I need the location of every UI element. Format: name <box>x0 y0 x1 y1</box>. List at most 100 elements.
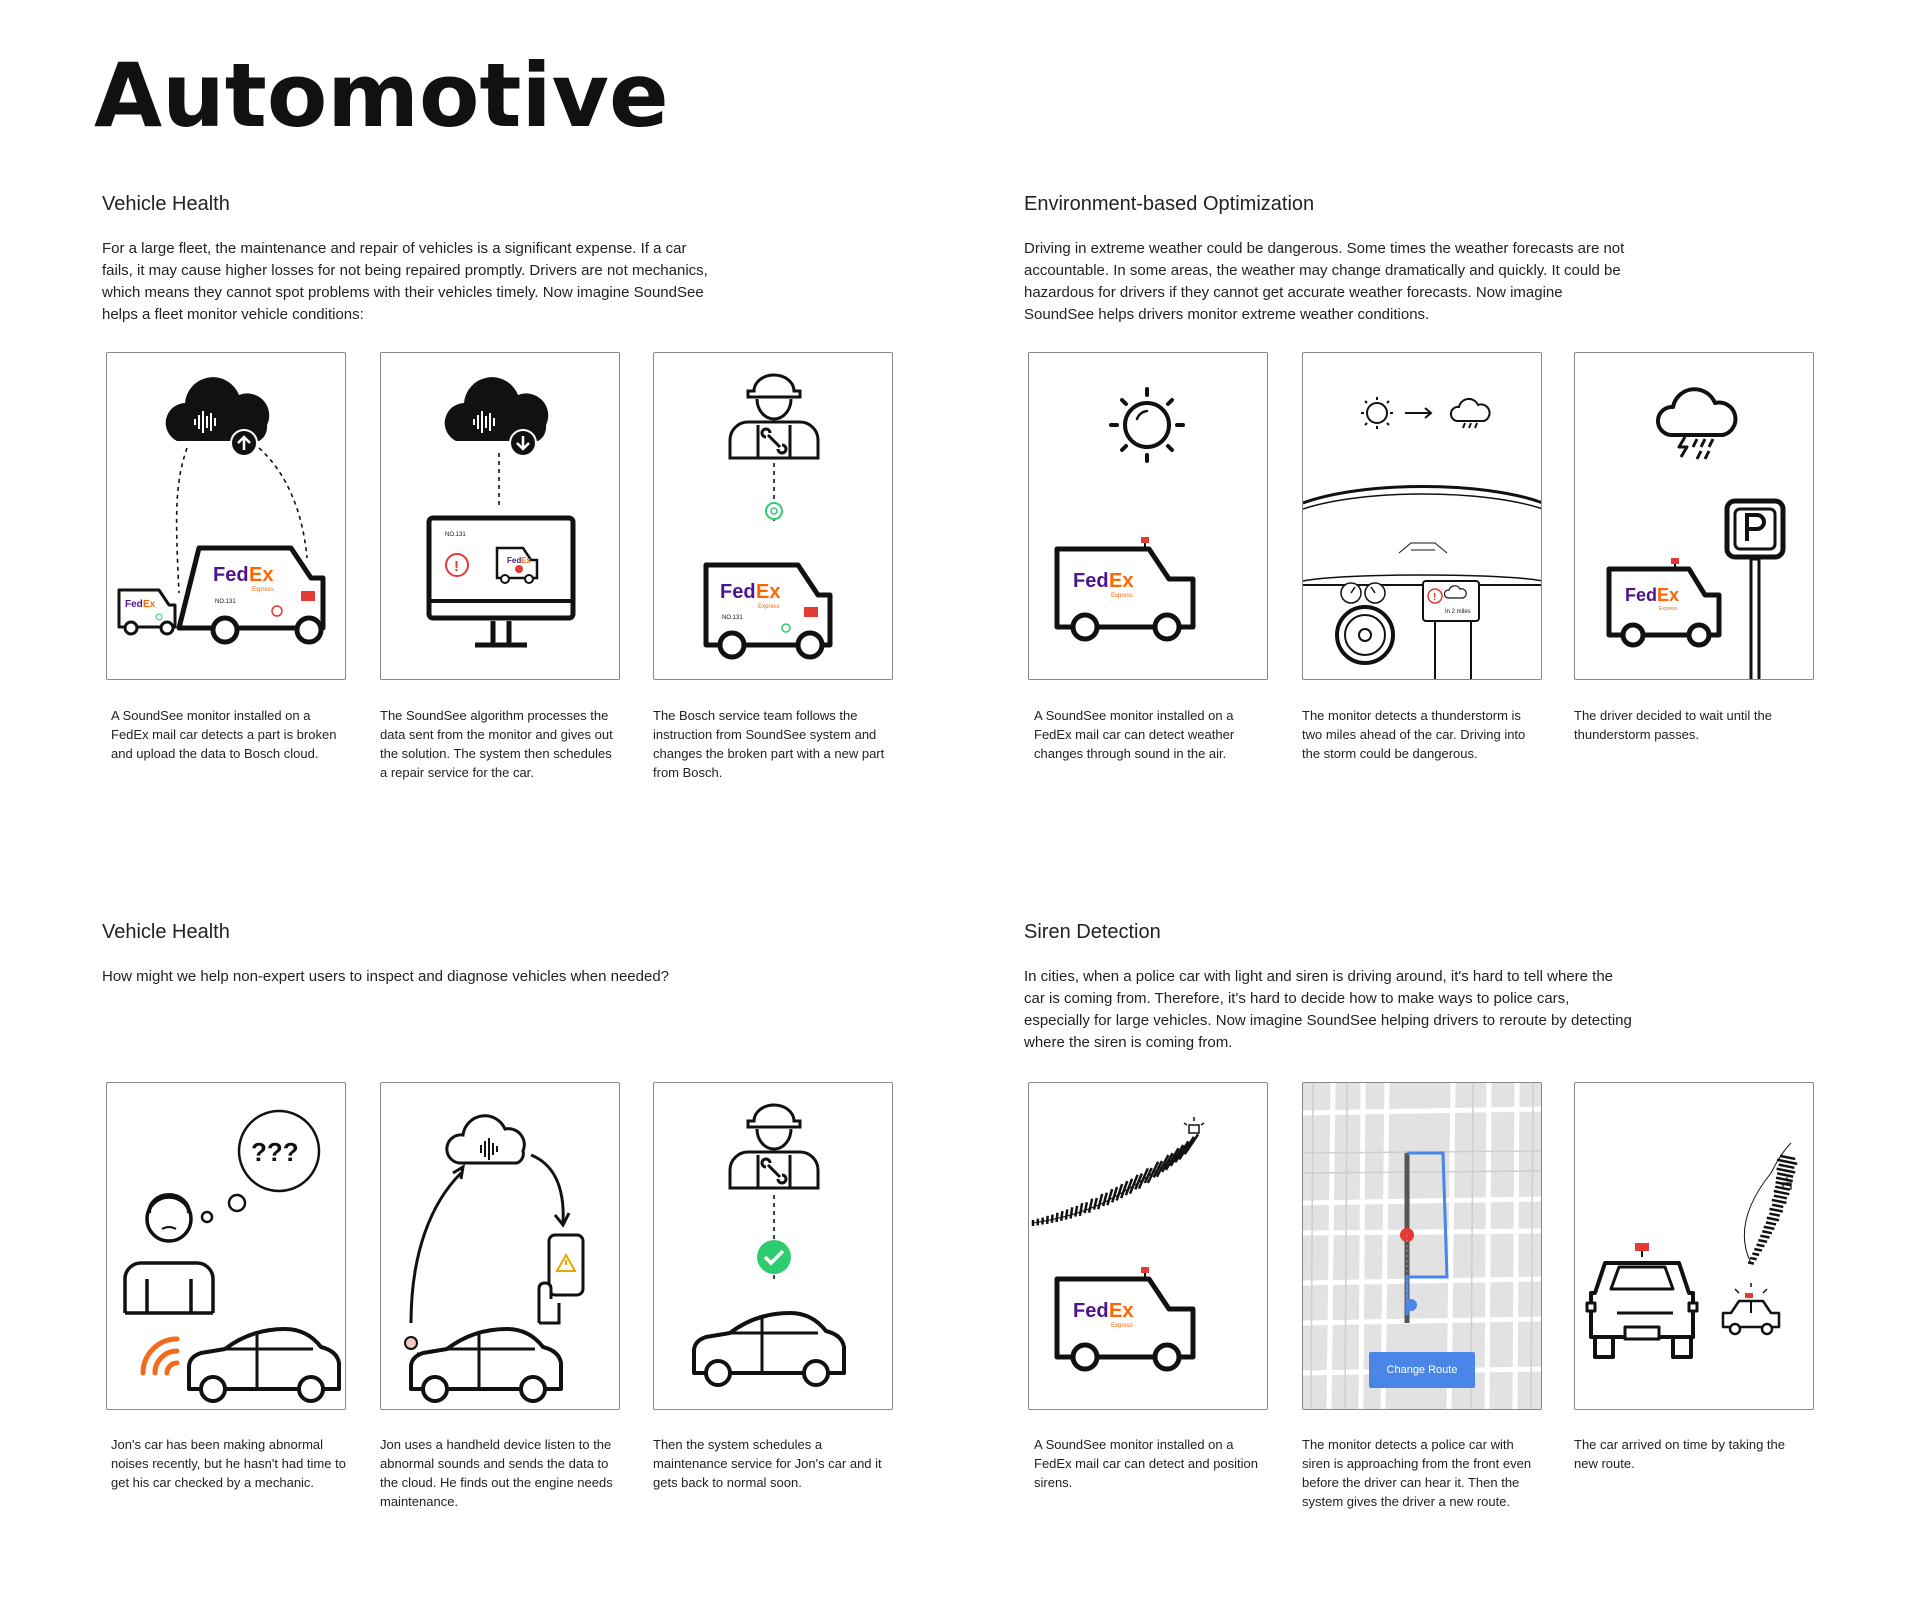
sun-icon <box>1109 387 1185 463</box>
storyboard-panel-repair: Fed Ex Express NO.131 <box>653 352 893 680</box>
sun-van-illustration: Fed Ex Express <box>1054 387 1196 642</box>
in-two-miles-label: In 2 miles <box>1445 609 1471 615</box>
svg-text:Ex: Ex <box>521 556 531 565</box>
section-heading: Vehicle Health <box>102 193 230 215</box>
panel-caption: A SoundSee monitor installed on a FedEx … <box>111 708 337 761</box>
panel-caption: Jon uses a handheld device listen to the… <box>380 1437 613 1509</box>
mechanic-icon <box>728 1103 820 1190</box>
phone-icon <box>537 1233 585 1325</box>
section-heading: Vehicle Health <box>102 921 230 943</box>
svg-text:Express: Express <box>758 604 780 610</box>
siren-light-icon <box>1183 1117 1205 1134</box>
cloud-icon <box>445 1114 526 1165</box>
fedex-van-with-monitor: Fed Ex Express <box>1054 1267 1196 1372</box>
svg-text:NO.131: NO.131 <box>215 599 236 605</box>
cloud-monitor-illustration: NO.131 ! Fed Ex <box>426 377 576 648</box>
panel-caption: Jon's car has been making abnormal noise… <box>111 1437 346 1490</box>
handheld-device-illustration <box>404 1114 585 1403</box>
fedex-van-large: Fed Ex Express NO.131 <box>176 545 326 645</box>
storyboard-panel-map: Change Route <box>1302 1082 1542 1410</box>
storyboard-panel-weather-detect: Fed Ex Express <box>1028 352 1268 680</box>
panel-caption: The monitor detects a thunderstorm is tw… <box>1302 708 1526 761</box>
sensor-icon <box>404 1336 418 1350</box>
siren-light-icon <box>1782 1177 1792 1190</box>
svg-text:Ex: Ex <box>756 581 780 603</box>
siren-van-illustration: Fed Ex Express <box>1031 1117 1205 1372</box>
siren-signal-icon <box>1734 1283 1768 1294</box>
person-icon <box>123 1193 215 1315</box>
car-icon <box>692 1311 846 1387</box>
van-upload-illustration: Fed Ex Express NO.131 Fed Ex <box>117 377 326 645</box>
section-intro: Driving in extreme weather could be dang… <box>1024 240 1625 323</box>
svg-text:Fed: Fed <box>125 599 143 610</box>
svg-text:NO.131: NO.131 <box>722 615 743 621</box>
car-front-icon <box>1585 1243 1699 1359</box>
svg-text:Fed: Fed <box>213 564 249 586</box>
svg-text:NO.131: NO.131 <box>445 532 466 538</box>
svg-text:Fed: Fed <box>507 556 521 565</box>
svg-text:Ex: Ex <box>249 564 273 586</box>
storyboard-panel-wait: Fed Ex Express <box>1574 352 1814 680</box>
storyboard-panel-jon-noise: ??? <box>106 1082 346 1410</box>
svg-text:Fed: Fed <box>720 581 756 603</box>
svg-text:Ex: Ex <box>1657 585 1679 605</box>
panel-caption: The monitor detects a police car with si… <box>1302 1437 1532 1509</box>
section-heading: Siren Detection <box>1024 921 1161 943</box>
svg-text:Express: Express <box>1111 1323 1133 1329</box>
arrival-illustration <box>1585 1142 1798 1359</box>
fedex-van: Fed Ex Express <box>1606 558 1722 648</box>
svg-text:!: ! <box>454 558 459 575</box>
check-icon <box>757 1240 791 1274</box>
mechanic-check-illustration <box>692 1103 846 1387</box>
panel-caption: The car arrived on time by taking the ne… <box>1574 1437 1785 1471</box>
svg-text:Express: Express <box>1111 593 1133 599</box>
page-title: Automotive <box>94 44 669 147</box>
svg-text:Fed: Fed <box>1073 570 1109 592</box>
change-route-button[interactable]: Change Route <box>1369 1352 1475 1388</box>
dashboard-illustration: ! In 2 miles <box>1303 397 1541 679</box>
panel-caption: A SoundSee monitor installed on a FedEx … <box>1034 708 1235 761</box>
change-route-label: Change Route <box>1386 1364 1458 1376</box>
svg-text:!: ! <box>1433 592 1436 603</box>
fedex-van-small: Fed Ex <box>117 588 177 636</box>
section-siren-detection: Siren Detection In cities, when a police… <box>1024 921 1844 1054</box>
fedex-van-with-monitor: Fed Ex Express <box>1054 537 1196 642</box>
steering-wheel-icon <box>1335 605 1395 665</box>
panel-caption: A SoundSee monitor installed on a FedEx … <box>1034 1437 1259 1490</box>
thunderstorm-icon <box>1655 387 1738 460</box>
storyboard-panel-storm-ahead: ! In 2 miles <box>1302 352 1542 680</box>
sun-to-storm-icon <box>1361 397 1491 429</box>
panel-caption: The Bosch service team follows the instr… <box>653 708 885 780</box>
section-intro: How might we help non-expert users to in… <box>102 968 670 985</box>
svg-text:Express: Express <box>252 587 274 593</box>
mechanic-van-illustration: Fed Ex Express NO.131 <box>703 373 833 660</box>
storyboard-panel-upload: Fed Ex Express NO.131 Fed Ex <box>106 352 346 680</box>
gear-icon <box>765 502 783 520</box>
svg-text:Fed: Fed <box>1073 1300 1109 1322</box>
sound-wave-icon <box>1031 1133 1200 1226</box>
gauge-icons <box>1340 582 1386 604</box>
svg-text:Fed: Fed <box>1625 585 1657 605</box>
fedex-van: Fed Ex Express NO.131 <box>703 562 833 660</box>
parking-sign-icon <box>1724 498 1786 679</box>
svg-text:Ex: Ex <box>143 599 156 610</box>
panel-caption: The SoundSee algorithm processes the dat… <box>380 708 613 780</box>
question-marks: ??? <box>251 1137 299 1167</box>
parking-illustration: Fed Ex Express <box>1606 387 1786 679</box>
section-intro: For a large fleet, the maintenance and r… <box>102 240 708 323</box>
svg-text:Express: Express <box>1659 606 1678 612</box>
police-car-icon <box>1721 1293 1781 1336</box>
storyboard-panel-siren-detect: Fed Ex Express <box>1028 1082 1268 1410</box>
computer-monitor-icon: NO.131 ! Fed Ex <box>426 515 576 648</box>
sound-waves-icon <box>140 1336 180 1376</box>
thought-bubble-icon: ??? <box>200 1109 321 1224</box>
section-intro: In cities, when a police car with light … <box>1024 968 1632 1051</box>
car-icon <box>409 1327 563 1403</box>
mechanic-icon <box>728 373 820 460</box>
storyboard-panel-handheld <box>380 1082 620 1410</box>
jon-thinking-illustration: ??? <box>123 1109 341 1403</box>
cloud-download-icon <box>444 377 549 457</box>
section-vehicle-health-user: Vehicle Health How might we help non-exp… <box>102 921 922 988</box>
storyboard-panel-processing: NO.131 ! Fed Ex <box>380 352 620 680</box>
svg-text:Ex: Ex <box>1109 570 1133 592</box>
